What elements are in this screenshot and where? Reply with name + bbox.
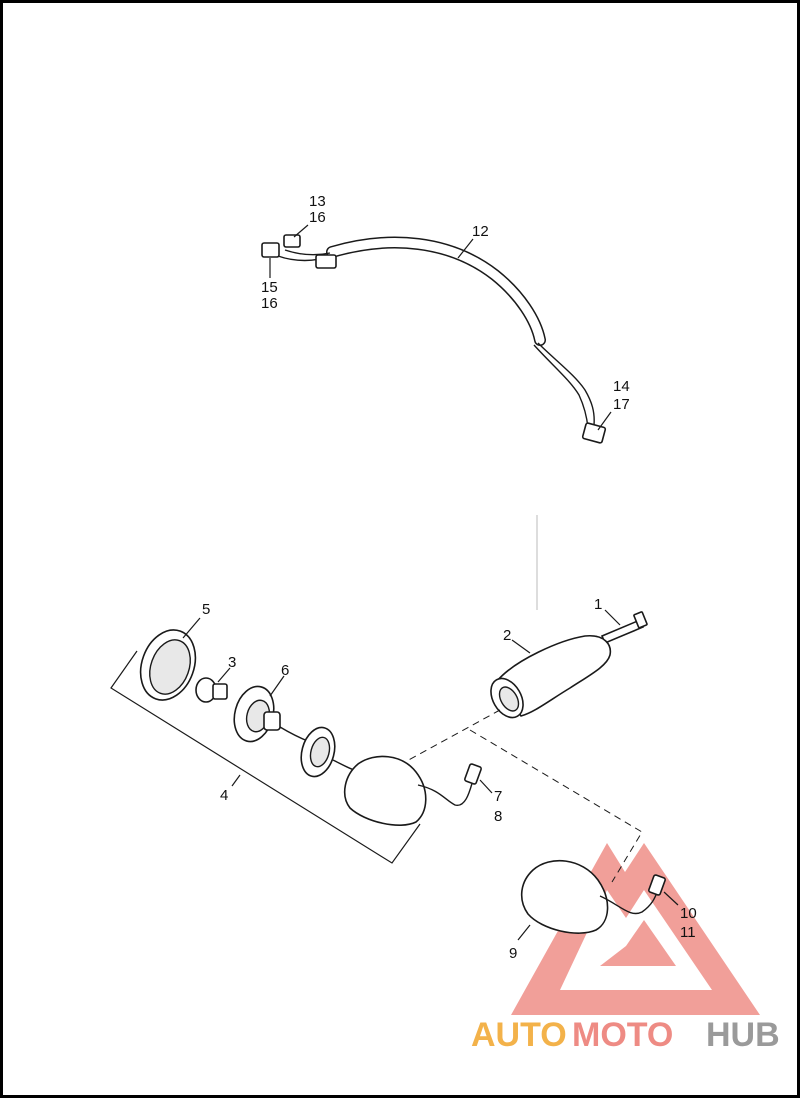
lamp-lead-wire xyxy=(417,779,474,806)
harness-wire-b xyxy=(533,344,589,429)
lamp-assembly xyxy=(110,617,493,864)
callout-3: 3 xyxy=(228,654,236,671)
callout-16-top: 16 xyxy=(309,209,326,226)
lamp-body xyxy=(343,755,427,826)
callout-7: 7 xyxy=(494,788,502,805)
callout-11: 11 xyxy=(680,924,696,941)
leader-6 xyxy=(269,675,285,697)
harness-wire-a xyxy=(537,342,595,426)
callout-12: 12 xyxy=(472,223,489,240)
watermark-auto: AUTO xyxy=(471,1016,567,1054)
leader-4 xyxy=(231,774,241,787)
harness-connector-b xyxy=(261,242,280,258)
leader-2 xyxy=(511,639,531,654)
callout-2: 2 xyxy=(503,627,511,644)
housing-body xyxy=(495,635,612,717)
callout-8: 8 xyxy=(494,808,502,825)
callout-4: 4 xyxy=(220,787,228,804)
harness-connector-a xyxy=(283,234,301,248)
second-lamp-body xyxy=(520,859,609,934)
harness-sheath-inner xyxy=(327,238,545,345)
callout-13: 13 xyxy=(309,193,326,210)
callout-1: 1 xyxy=(594,596,602,613)
watermark-triangle-core xyxy=(600,920,676,966)
leader-3 xyxy=(217,667,231,683)
leader-12 xyxy=(457,238,474,259)
callout-9: 9 xyxy=(509,945,517,962)
harness-clip xyxy=(315,254,337,269)
watermark-moto: MOTO xyxy=(572,1016,673,1054)
leader-1 xyxy=(604,609,621,626)
leader-14 xyxy=(597,411,612,431)
callout-15: 15 xyxy=(261,279,278,296)
second-lamp-connector xyxy=(648,874,666,896)
callout-16-bottom: 16 xyxy=(261,295,278,312)
socket-body xyxy=(263,711,281,731)
grommet-inner xyxy=(309,736,331,768)
callout-5: 5 xyxy=(202,601,210,618)
watermark-hub: HUB xyxy=(706,1016,780,1054)
callout-labels: 1 2 3 4 5 6 7 8 9 10 11 12 13 16 15 16 1… xyxy=(202,193,697,962)
second-lamp xyxy=(517,859,679,941)
wiring-harness xyxy=(261,224,612,444)
leader-5 xyxy=(182,617,201,639)
assembly-line-a xyxy=(404,709,501,763)
lens-ring-inner xyxy=(149,639,191,695)
callout-6: 6 xyxy=(281,662,289,679)
leader-13 xyxy=(293,224,309,238)
bulb-base xyxy=(212,683,228,700)
harness-wires-left xyxy=(284,249,331,256)
assembly-bracket xyxy=(110,650,421,864)
callout-17: 17 xyxy=(613,396,630,413)
leader-9 xyxy=(517,924,531,941)
assembly-line-b xyxy=(469,729,643,883)
second-lamp-wire xyxy=(599,889,659,915)
callout-14: 14 xyxy=(613,378,630,395)
mount-assembly xyxy=(490,609,648,719)
leader-10 xyxy=(663,891,679,906)
harness-end-connector xyxy=(581,422,607,444)
lamp-connector xyxy=(464,763,482,785)
stem-nut xyxy=(633,611,648,629)
housing-opening-inner xyxy=(498,686,520,712)
callout-10: 10 xyxy=(680,905,697,922)
leader-7 xyxy=(479,779,493,794)
